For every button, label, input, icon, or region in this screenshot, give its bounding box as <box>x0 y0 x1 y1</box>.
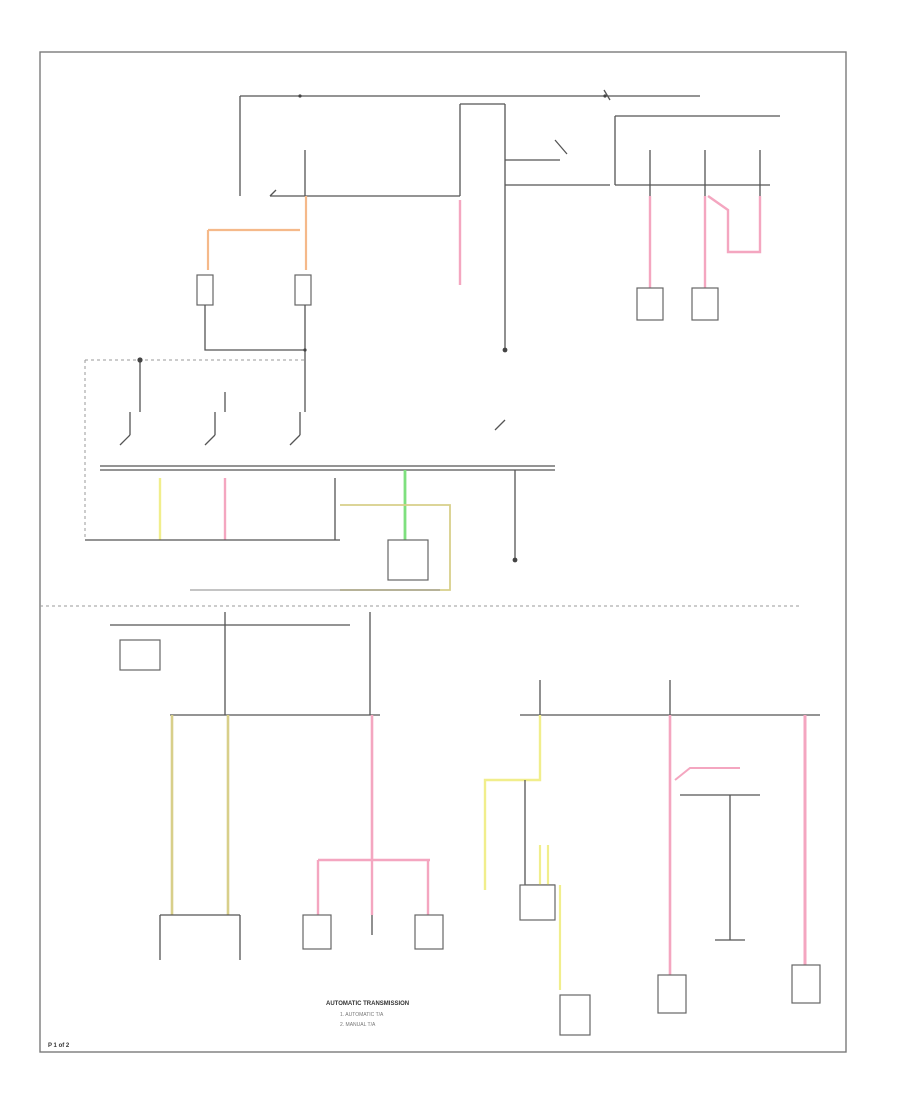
diagram-border <box>39 51 847 1053</box>
component-pr2 <box>791 964 821 1004</box>
middle-section <box>84 357 555 591</box>
component-y2 <box>559 994 591 1036</box>
component-c3 <box>414 914 444 950</box>
splice-left <box>196 274 214 306</box>
pink-loop <box>707 195 762 254</box>
splice-right <box>294 274 312 306</box>
relay-lower-left <box>119 639 161 671</box>
page-id: P 1 of 2 <box>48 1043 70 1049</box>
khaki-wires <box>170 715 230 915</box>
component-pr1 <box>657 974 687 1014</box>
component-r1 <box>636 287 664 321</box>
bottom-section <box>110 612 821 1036</box>
yellow-wire-low <box>483 715 542 890</box>
component-r2 <box>691 287 719 321</box>
top-section <box>196 89 780 380</box>
footnote-item-1: 1. AUTOMATIC T/A <box>340 1012 384 1018</box>
relay-box <box>387 539 429 581</box>
component-y1 <box>519 884 556 921</box>
component-c1 <box>302 914 332 950</box>
footnote-item-2: 2. MANUAL T/A <box>340 1022 376 1028</box>
footnote-title: AUTOMATIC TRANSMISSION <box>326 1001 409 1007</box>
